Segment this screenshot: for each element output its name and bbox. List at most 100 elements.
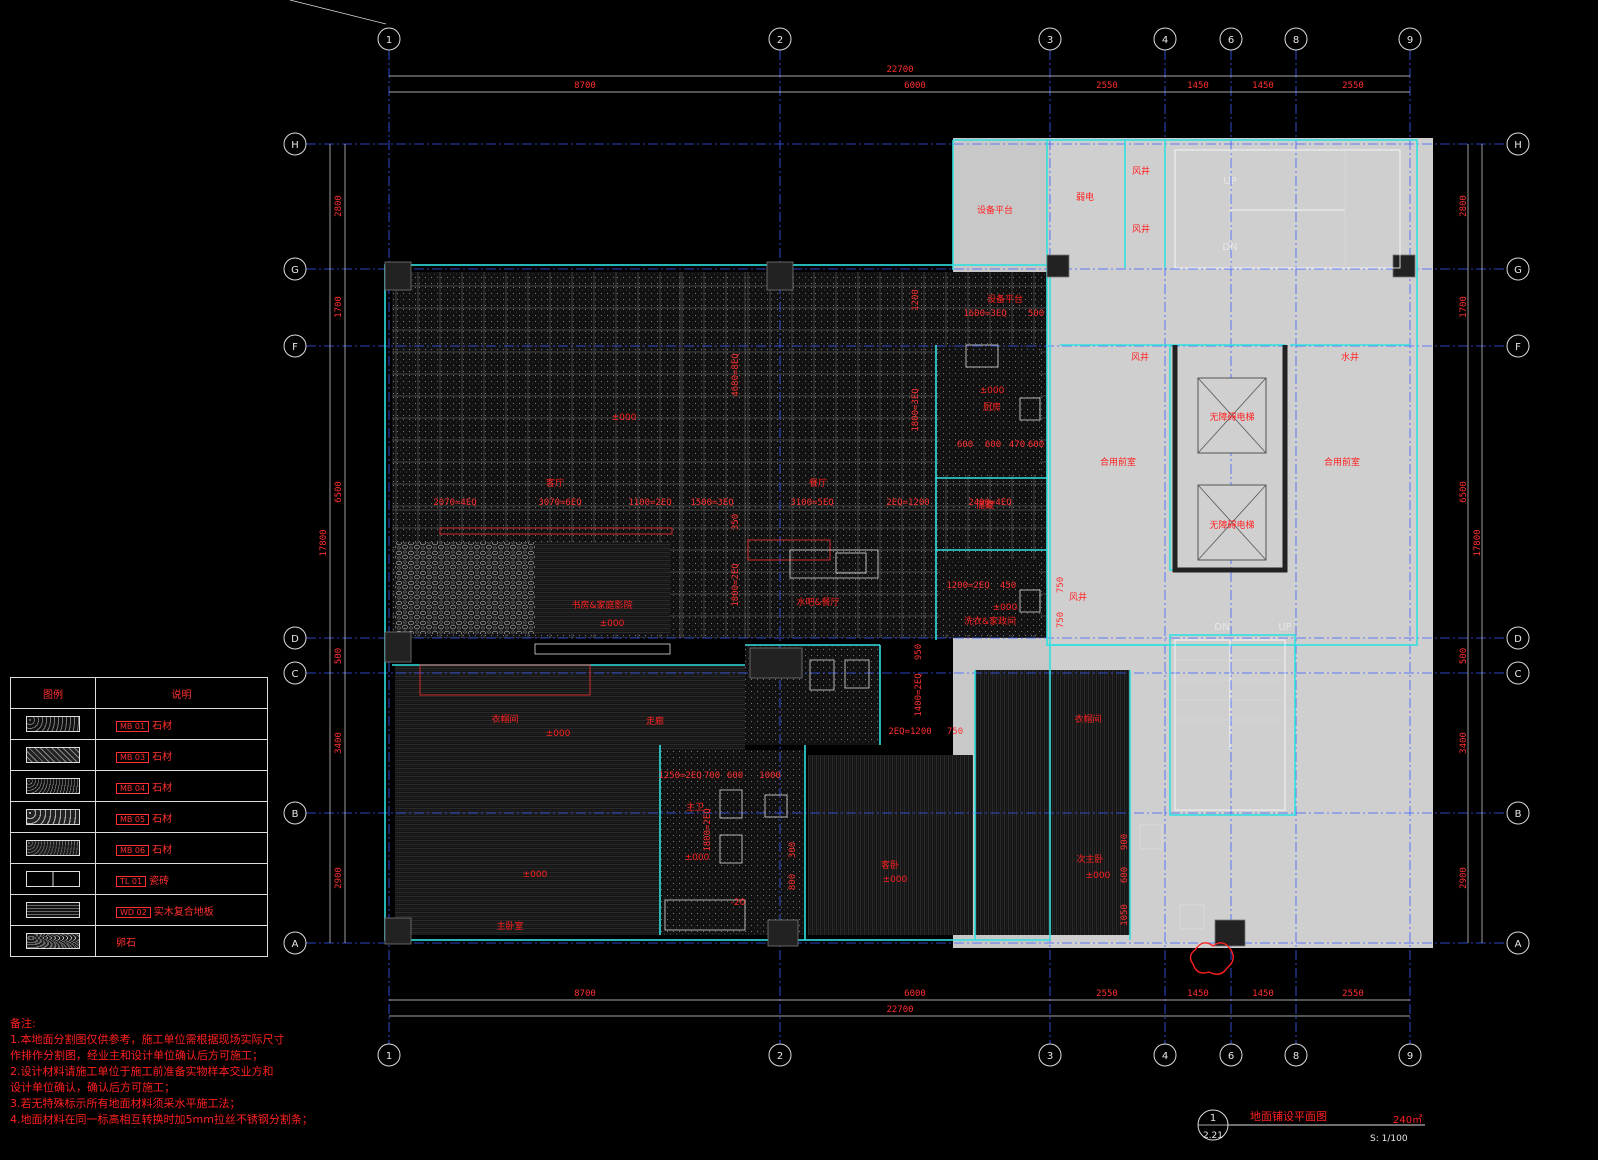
plan-dim: 1800=2EQ [703, 808, 713, 851]
notes-title: 备注: [10, 1017, 36, 1030]
swatch-tile [26, 871, 80, 887]
grid-col-label: 3 [1047, 1051, 1053, 1062]
grid-col-label: 9 [1407, 35, 1413, 46]
room-level: -20 [731, 898, 746, 908]
legend-code: MB 03 [116, 751, 150, 763]
study-floor [535, 542, 670, 634]
notes-line: 作排作分割图，经业主和设计单位确认后方可施工； [10, 1049, 263, 1062]
stair-dn-label: DN [1214, 622, 1229, 633]
grid-col-label: 2 [777, 35, 783, 46]
dim-left-total: 17800 [319, 529, 329, 556]
grid-col-label: 6 [1228, 35, 1234, 46]
plan-dim: 1400=2EQ [914, 673, 924, 716]
room-label: 弱电 [1076, 191, 1094, 203]
dim-top: 2550 [1096, 81, 1118, 91]
room-label: 厨房 [983, 401, 1001, 413]
notes-line: 4.地面材料在同一标高相互转换时加5mm拉丝不锈钢分割条； [10, 1113, 313, 1126]
dim-top: 8700 [574, 81, 596, 91]
dim-left: 2800 [334, 195, 344, 217]
room-label: 无障碍电梯 [1209, 519, 1254, 531]
grid-row-label: C [1515, 669, 1522, 680]
title-sheet: 2.21 [1203, 1131, 1223, 1141]
grid-row-label: G [1514, 265, 1522, 276]
second-floor [975, 670, 1130, 935]
legend-code: WD 02 [116, 906, 151, 918]
dim-bottom: 1450 [1252, 989, 1274, 999]
plan-dim: 350 [731, 514, 741, 530]
grid-row-label: C [292, 669, 299, 680]
room-level: ±000 [1086, 871, 1111, 881]
cloak-floor [395, 665, 745, 750]
legend-header: 图例 [10, 677, 96, 709]
room-label: 水井 [1341, 351, 1359, 363]
room-level: ±000 [600, 619, 625, 629]
notes-line: 设计单位确认，确认后方可施工； [10, 1081, 175, 1094]
bath-floor [660, 750, 805, 935]
dim-top-total: 22700 [886, 65, 913, 75]
title-area: 240㎡ [1393, 1114, 1422, 1126]
swatch-stone-3 [26, 778, 80, 794]
room-label: 客厅 [546, 477, 564, 489]
room-label: 设备平台 [977, 204, 1013, 216]
room-label: 合用前室 [1324, 456, 1360, 468]
legend-code: MB 06 [116, 844, 150, 856]
pebble-area [395, 542, 535, 634]
plan-dim: 450 [1000, 581, 1016, 591]
legend-desc: 石材 [152, 751, 173, 763]
dim-bottom: 2550 [1342, 989, 1364, 999]
stair-up-label: UP [1278, 622, 1291, 633]
plan-dim: 1500=3EQ [690, 498, 733, 508]
dim-bottom: 6000 [904, 989, 926, 999]
plan-dim: 2070=4EQ [433, 498, 476, 508]
notes-line: 3.若无特殊标示所有地面材料须采水平施工法； [10, 1097, 241, 1110]
plan-dim: 750 [947, 727, 963, 737]
dim-left: 6500 [334, 481, 344, 503]
plan-dim: 1000 [759, 771, 781, 781]
swatch-stone-4 [26, 809, 80, 825]
dim-right: 3400 [1459, 732, 1469, 754]
grid-col-label: 1 [386, 35, 392, 46]
stair-up-label: UP [1223, 176, 1236, 187]
plan-dim: 600 [1028, 440, 1044, 450]
legend-code: MB 01 [116, 720, 150, 732]
room-level: ±000 [883, 875, 908, 885]
dim-top: 1450 [1187, 81, 1209, 91]
notes-line: 1.本地面分割图仅供参考，施工单位需根据现场实际尺寸 [10, 1033, 285, 1046]
room-label: 合用前室 [1100, 456, 1136, 468]
stair-dn-label: DN [1222, 242, 1237, 253]
grid-row-label: D [1514, 634, 1522, 645]
grid-row-label: F [1515, 342, 1521, 353]
dim-left: 1700 [334, 296, 344, 318]
plan-dim: 750 [1056, 612, 1066, 628]
plan-dim: 3100=5EQ [790, 498, 833, 508]
plan-dim: 700 [704, 771, 720, 781]
drawing-title-block: 1 2.21 地面铺设平面图 240㎡ S: 1/100 [1197, 1109, 1425, 1144]
room-label: 无障碍电梯 [1209, 411, 1254, 423]
grid-col-label: 8 [1293, 1051, 1299, 1062]
dim-bottom: 1450 [1187, 989, 1209, 999]
grid-col-label: 9 [1407, 1051, 1413, 1062]
plan-dim: 1250=2EQ [658, 771, 701, 781]
grid-row-label: H [291, 140, 299, 151]
room-label: 主卧室 [496, 920, 523, 932]
plan-dim: 500 [1028, 309, 1044, 319]
plan-dim: 1100=2EQ [628, 498, 671, 508]
dim-top: 1450 [1252, 81, 1274, 91]
title-number: 1 [1210, 1113, 1216, 1124]
plan-dim: 800 [788, 874, 798, 890]
room-level: ±000 [612, 413, 637, 423]
plan-dim: 1050 [1120, 904, 1130, 926]
room-label: 风井 [1131, 351, 1149, 363]
swatch-wood [26, 902, 80, 918]
room-label: 次主卧 [1076, 853, 1103, 865]
grid-row-label: H [1514, 140, 1522, 151]
legend-desc: 石材 [152, 844, 173, 856]
swatch-stone-2 [26, 747, 80, 763]
grid-row-label: B [292, 809, 299, 820]
plan-dim: 4680=8EQ [731, 353, 741, 396]
plan-dim: 600 [957, 440, 973, 450]
grid-row-label: A [1515, 939, 1522, 950]
